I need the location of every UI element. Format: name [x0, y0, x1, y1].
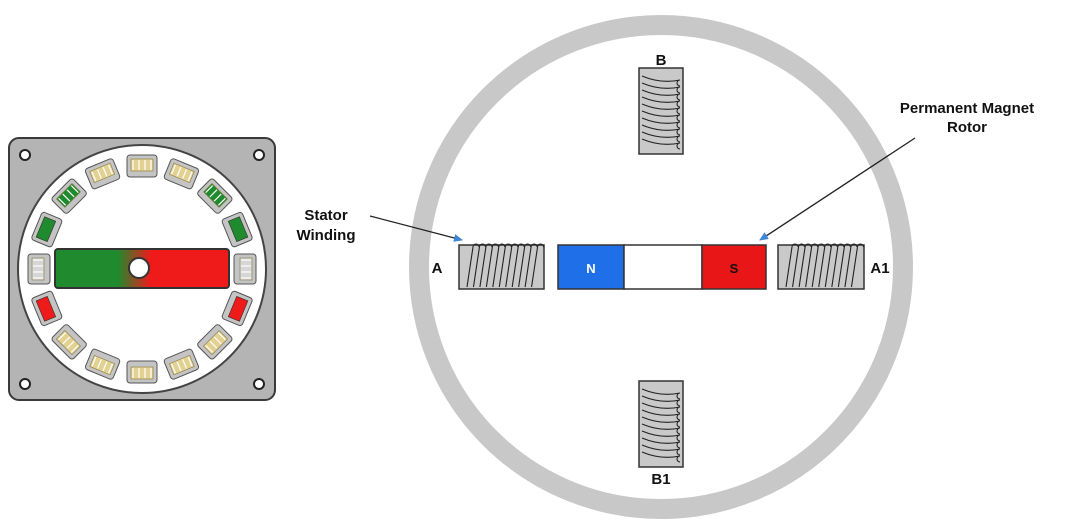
coil-turn: [798, 243, 812, 288]
coil-turn: [641, 444, 681, 456]
coil-turn: [824, 243, 838, 288]
coil-a1-windings: [785, 243, 865, 288]
coil-turn: [641, 423, 681, 435]
coil-b-windings: [641, 75, 681, 150]
coil-turn: [844, 243, 858, 288]
rotor-arrow: [759, 137, 916, 241]
coil-turn: [641, 110, 681, 122]
stator-tooth: [27, 253, 51, 285]
coil-turn: [511, 243, 525, 288]
coil-turn: [641, 96, 681, 108]
stator-tooth: [163, 348, 200, 380]
coil-turn: [524, 243, 538, 288]
coil-turn: [641, 416, 681, 428]
stator-winding-label-line1: Stator: [304, 207, 348, 224]
coil-turn: [641, 82, 681, 94]
coil-turn: [641, 138, 681, 150]
stator-tooth: [126, 360, 158, 384]
coil-turn: [641, 103, 681, 115]
rotor-shaft: [128, 257, 150, 279]
coil-turn: [641, 402, 681, 414]
rotor-middle: [623, 244, 703, 290]
stator-tooth: [197, 324, 233, 360]
coil-turn: [641, 409, 681, 421]
coil-turn: [837, 243, 851, 288]
coil-turn: [505, 243, 519, 288]
coil-turn: [485, 243, 499, 288]
coil-b-label: B: [656, 52, 667, 69]
coil-a-label: A: [432, 260, 443, 277]
coil-turn: [831, 243, 845, 288]
stator-tooth: [51, 324, 87, 360]
energized-tooth-face: [227, 216, 249, 243]
coil-turn: [818, 243, 832, 288]
stepper-schematic: N S B B1 A A1 Stator Winding Permanent M…: [296, 15, 1034, 519]
stator-winding-arrow: [369, 215, 463, 242]
coil-turn: [850, 243, 865, 288]
mounting-hole-br: [253, 378, 265, 390]
stator-teeth: [27, 154, 257, 384]
magnet-rotor: N S: [557, 244, 767, 290]
stator-tooth: [84, 158, 121, 190]
north-pole: [557, 244, 625, 290]
coil-turn: [641, 451, 681, 463]
north-pole-label: N: [586, 261, 595, 276]
coil-turn: [518, 243, 532, 288]
coil-turn: [641, 117, 681, 129]
south-pole-label: S: [730, 261, 739, 276]
coil-b1: [638, 380, 684, 468]
coil-a1-label: A1: [870, 260, 889, 277]
coil-turn: [792, 243, 806, 288]
mounting-hole-tl: [19, 149, 31, 161]
stator-ring: [409, 15, 913, 519]
stator-tooth: [233, 253, 257, 285]
coil-b1-label: B1: [651, 471, 670, 488]
stator-tooth: [163, 158, 200, 190]
coil-turn: [805, 243, 819, 288]
coil-turn: [811, 243, 825, 288]
coil-turn: [641, 437, 681, 449]
coil-a-windings: [466, 243, 545, 288]
energized-tooth-face: [35, 295, 57, 322]
coil-turn: [641, 388, 681, 400]
coil-turn: [785, 243, 799, 288]
coil-turn: [498, 243, 512, 288]
stator-tooth: [51, 178, 87, 214]
mounting-hole-tr: [253, 149, 265, 161]
motor-illustration: [8, 137, 276, 401]
stator-winding-label-line2: Winding: [296, 227, 355, 244]
rotor-label-line1: Permanent Magnet: [900, 100, 1034, 117]
coil-turn: [492, 243, 506, 288]
stator-tooth: [84, 348, 121, 380]
south-pole: [701, 244, 767, 290]
coil-turn: [641, 430, 681, 442]
rotor-label-line2: Rotor: [947, 119, 987, 136]
coil-turn: [466, 243, 480, 288]
stator-tooth: [197, 178, 233, 214]
coil-a1: [777, 243, 865, 290]
energized-tooth-face: [35, 216, 57, 243]
coil-turn: [531, 243, 545, 288]
mounting-hole-bl: [19, 378, 31, 390]
coil-turn: [641, 89, 681, 101]
stator-tooth: [126, 154, 158, 178]
coil-turn: [641, 131, 681, 143]
coil-turn: [479, 243, 493, 288]
coil-turn: [472, 243, 487, 288]
coil-turn: [641, 124, 681, 136]
coil-b: [638, 67, 684, 155]
coil-a: [458, 243, 545, 290]
coil-turn: [641, 75, 681, 87]
energized-tooth-face: [227, 295, 249, 322]
coil-b1-windings: [641, 388, 681, 463]
coil-turn: [641, 395, 681, 407]
